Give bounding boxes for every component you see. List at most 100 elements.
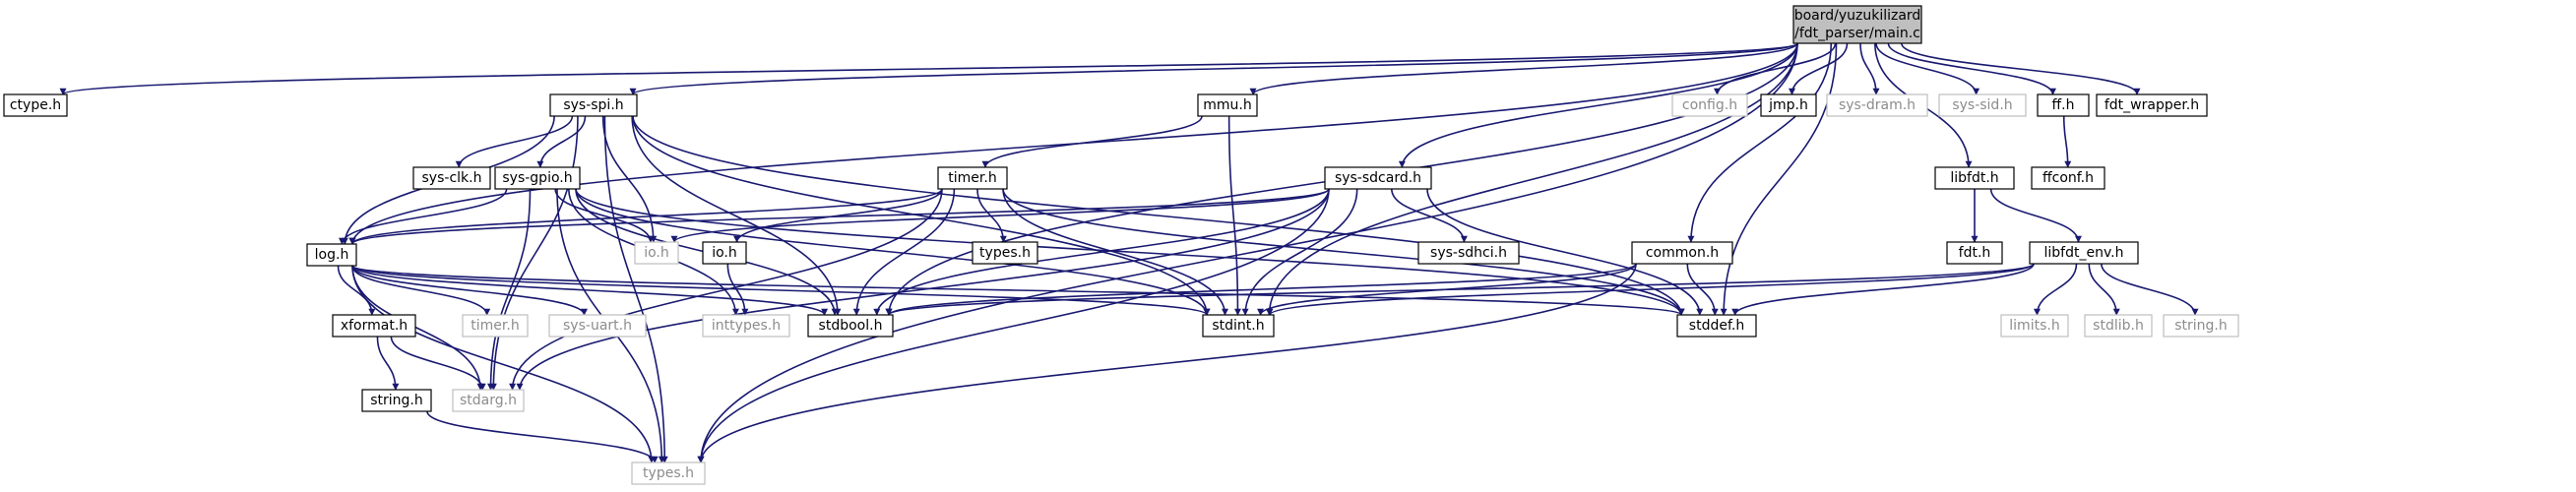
- edge-sys_spi-to-sys_gpio: [536, 115, 587, 168]
- node-sys-gpio[interactable]: sys-gpio.h: [494, 166, 581, 190]
- edge-root-to-common: [1687, 42, 1833, 243]
- node-ctype[interactable]: ctype.h: [3, 93, 68, 117]
- node-label: stddef.h: [1689, 318, 1744, 334]
- node-stdlib: stdlib.h: [2084, 314, 2153, 338]
- node-box: [549, 93, 638, 117]
- node-stdint[interactable]: stdint.h: [1202, 314, 1275, 338]
- edge-sys_gpio-to-stddef: [575, 188, 1685, 316]
- edge-xformat-to-string_hdr: [376, 336, 400, 391]
- edge-log-to-xformat: [337, 265, 376, 316]
- node-sys-spi[interactable]: sys-spi.h: [549, 93, 638, 117]
- edge-root-to-types: [697, 42, 1798, 463]
- node-label: xformat.h: [341, 318, 408, 334]
- node-box: [548, 314, 647, 338]
- node-sys-sdhci[interactable]: sys-sdhci.h: [1417, 241, 1520, 265]
- node-sys-sdcard[interactable]: sys-sdcard.h: [1324, 166, 1432, 190]
- edge-timer-to-io2: [733, 188, 943, 243]
- edge-io2-to-inttypes: [726, 263, 749, 316]
- node-box: [2029, 241, 2139, 265]
- edge-sys_spi-to-stddef: [632, 115, 1685, 316]
- node-box: [1324, 166, 1432, 190]
- node-label: string.h: [370, 393, 423, 408]
- edge-root-to-sys_spi: [629, 42, 1798, 95]
- node-jmp[interactable]: jmp.h: [1760, 93, 1817, 117]
- node-label: string.h: [2174, 318, 2228, 334]
- edge-root-to-ff: [1887, 42, 2057, 95]
- edge-sys_spi-to-stdint: [632, 115, 1211, 316]
- edge-root-to-fdt_wrapper: [1901, 42, 2141, 95]
- node-box: [972, 241, 1038, 265]
- edge-mmu-to-timer: [981, 115, 1203, 168]
- node-box: [1202, 314, 1275, 338]
- edge-sys_spi-to-stdarg: [489, 115, 579, 391]
- node-xformat[interactable]: xformat.h: [332, 314, 416, 338]
- node-box: [452, 389, 525, 412]
- edge-string_hdr-to-types: [426, 410, 659, 463]
- node-label: io.h: [712, 245, 737, 261]
- edge-root-to-sys_sdcard: [1398, 42, 1798, 168]
- node-box: [1792, 5, 1922, 44]
- edge-libfdt_env-to-stdbool: [885, 263, 2035, 316]
- node-fdt-wrapper[interactable]: fdt_wrapper.h: [2096, 93, 2208, 117]
- edge-timer-to-stddef: [1002, 188, 1685, 316]
- edge-root-to-jmp: [1789, 42, 1849, 95]
- node-sys-uart: sys-uart.h: [548, 314, 647, 338]
- node-ffconf[interactable]: ffconf.h: [2031, 166, 2105, 190]
- node-common[interactable]: common.h: [1631, 241, 1733, 265]
- edge-libfdt_env-to-stddef: [1731, 263, 2035, 316]
- node-box: [631, 461, 706, 485]
- node-label: timer.h: [948, 170, 996, 186]
- root-label-line2: /fdt_parser/main.c: [1794, 26, 1920, 41]
- node-label: log.h: [315, 247, 349, 263]
- node-mmu[interactable]: mmu.h: [1197, 93, 1258, 117]
- edge-root-to-mmu: [1249, 42, 1798, 95]
- edge-sys_spi-to-stdbool: [631, 115, 842, 316]
- node-box: [412, 166, 491, 190]
- node-label: sys-sdcard.h: [1335, 170, 1421, 186]
- node-label: sys-sid.h: [1952, 97, 2012, 113]
- edge-libfdt_env-to-stdlib: [2088, 263, 2120, 316]
- node-fdt[interactable]: fdt.h: [1946, 241, 2003, 265]
- header-nodes: board/yuzukilizard/fdt_parser/main.cctyp…: [3, 5, 2239, 485]
- node-box: [1197, 93, 1258, 117]
- node-stdarg: stdarg.h: [452, 389, 525, 412]
- node-root[interactable]: board/yuzukilizard/fdt_parser/main.c: [1792, 5, 1922, 44]
- node-label: stdbool.h: [819, 318, 883, 334]
- node-box: [1938, 93, 2027, 117]
- node-box: [1417, 241, 1520, 265]
- node-label: io.h: [644, 245, 669, 261]
- edge-root-to-sys_sid: [1875, 42, 1980, 95]
- node-box: [2000, 314, 2069, 338]
- edge-sys_gpio-to-log: [338, 188, 508, 245]
- node-sys-sid: sys-sid.h: [1938, 93, 2027, 117]
- node-box: [2037, 93, 2090, 117]
- edge-sys_sdcard-to-types: [697, 188, 1330, 463]
- node-log[interactable]: log.h: [306, 243, 357, 267]
- node-io2[interactable]: io.h: [702, 241, 747, 265]
- node-box: [634, 241, 679, 265]
- node-label: jmp.h: [1768, 97, 1808, 113]
- node-box: [1671, 93, 1748, 117]
- node-box: [2031, 166, 2105, 190]
- node-timer[interactable]: timer.h: [937, 166, 1008, 190]
- node-label: fdt_wrapper.h: [2105, 97, 2199, 113]
- edge-timer-to-types_mid: [976, 188, 1007, 243]
- node-ff[interactable]: ff.h: [2037, 93, 2090, 117]
- edge-log-to-stdbool: [351, 265, 829, 316]
- node-box: [2163, 314, 2239, 338]
- node-sys-clk[interactable]: sys-clk.h: [412, 166, 491, 190]
- edge-timer-to-stdbool: [852, 188, 956, 316]
- node-libfdt-env[interactable]: libfdt_env.h: [2029, 241, 2139, 265]
- node-libfdt[interactable]: libfdt.h: [1934, 166, 2015, 190]
- node-string-hdr[interactable]: string.h: [361, 389, 432, 412]
- node-stdbool[interactable]: stdbool.h: [807, 314, 894, 338]
- node-box: [1631, 241, 1733, 265]
- node-box: [1934, 166, 2015, 190]
- edge-ff-to-ffconf: [2062, 115, 2072, 168]
- edge-mmu-to-stdint: [1227, 115, 1241, 316]
- root-label-line1: board/yuzukilizard: [1794, 8, 1921, 24]
- node-inttypes: inttypes.h: [702, 314, 790, 338]
- node-stddef[interactable]: stddef.h: [1676, 314, 1757, 338]
- node-types-mid[interactable]: types.h: [972, 241, 1038, 265]
